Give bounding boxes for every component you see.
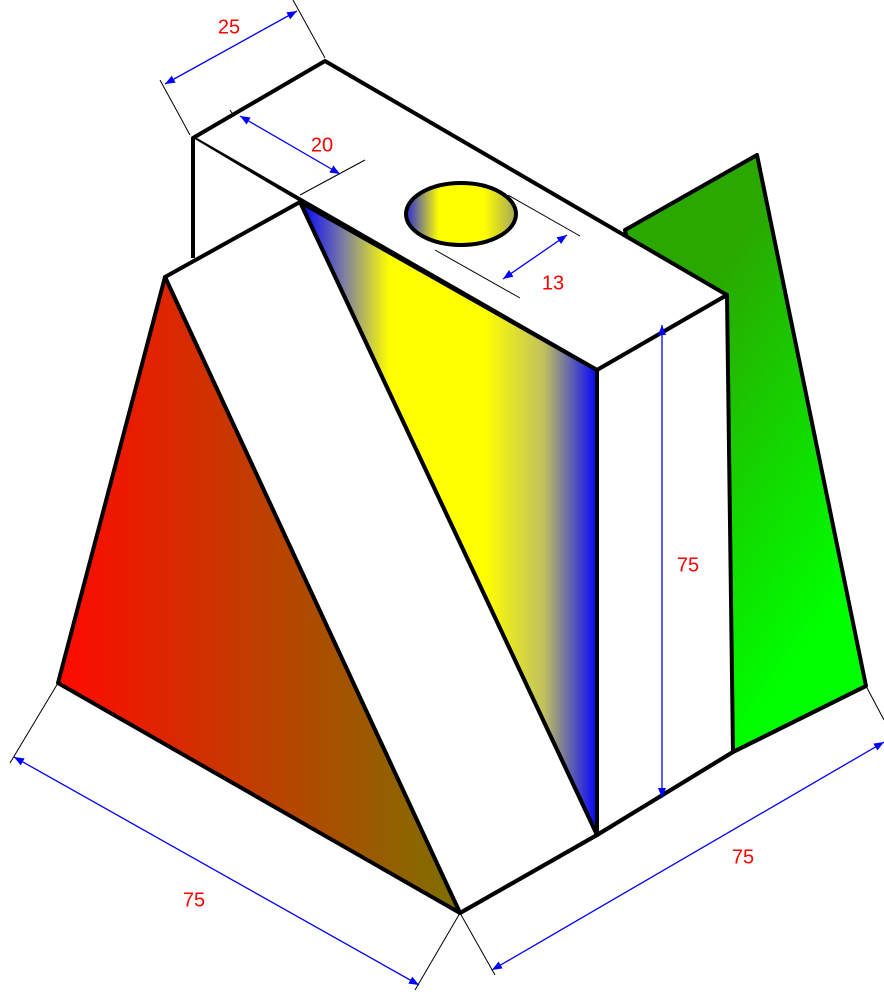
dim-label-25: 25 [218,16,240,38]
dimension-lines [13,10,884,986]
dim-line-20 [239,115,341,175]
dim-label-13: 13 [542,272,564,294]
extension-lines [9,0,884,991]
dim-line-25 [164,10,298,85]
dim-label-20: 20 [311,134,333,156]
dim-label-75-left: 75 [183,889,205,911]
dim-label-75-vertical: 75 [677,554,699,576]
dim-line-13 [502,234,568,280]
dim-line-75-left [13,756,420,986]
dimension-labels: 25 20 13 75 75 75 [183,16,754,911]
right-white-face [595,293,735,837]
dim-label-75-right: 75 [732,846,754,868]
hole-ellipse [404,181,518,247]
dim-line-75-right [491,741,884,971]
